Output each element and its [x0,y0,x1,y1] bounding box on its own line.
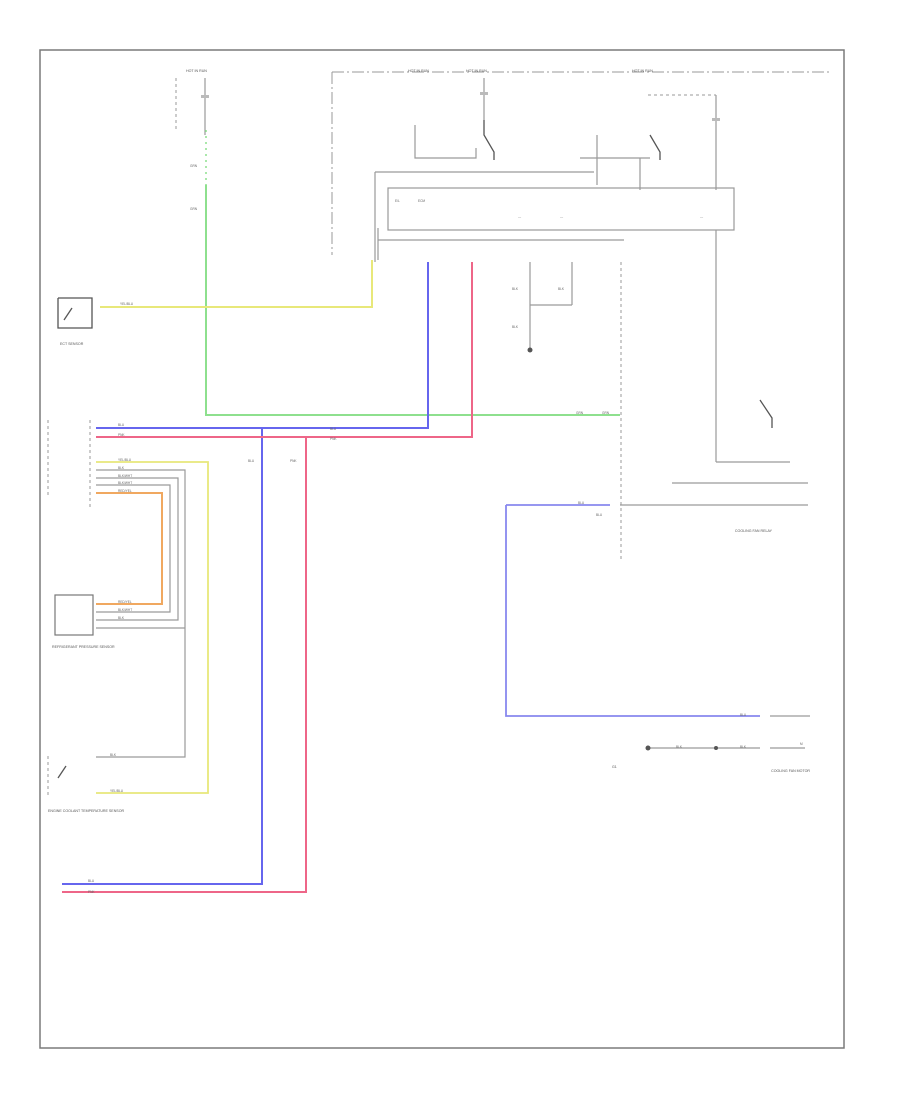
svg-text:BLK/WHT: BLK/WHT [118,481,132,485]
wire-yellow-top [100,260,373,308]
label-top-right: HOT IN RUN [632,69,653,73]
svg-text:BLU: BLU [740,713,747,717]
wire-yellow-lower [96,461,209,794]
svg-text:PNK: PNK [88,890,95,894]
label-top-left: HOT IN RUN [186,69,207,73]
svg-text:BLK: BLK [512,325,519,329]
svg-text:BLU: BLU [248,459,255,463]
svg-text:BLK: BLK [110,753,117,757]
diagram-border [39,49,845,1049]
svg-text:GRN: GRN [190,164,198,168]
svg-text:RED/YEL: RED/YEL [118,600,132,604]
svg-text:GRN: GRN [190,207,198,211]
svg-text:---: --- [700,215,703,219]
svg-text:BLU: BLU [330,427,337,431]
svg-text:BLK: BLK [558,287,565,291]
label-ect-sensor: ECT SENSOR [60,342,84,346]
svg-text:YEL/BLU: YEL/BLU [118,458,132,462]
wire-blue [96,262,429,429]
svg-text:---: --- [518,215,521,219]
label-top-mid-left: HOT IN RUN [408,69,429,73]
label-cooling-fan-motor: COOLING FAN MOTOR [771,769,810,773]
svg-text:BLU: BLU [596,513,603,517]
ecm-box [387,187,735,231]
svg-text:PNK: PNK [330,437,337,441]
svg-text:BLU: BLU [118,423,125,427]
svg-text:PNK: PNK [290,459,297,463]
svg-text:PNK: PNK [118,433,125,437]
top-power-section: E/L ECM --- --- --- [175,71,830,560]
svg-text:---: --- [560,215,563,219]
label-cooling-fan-relay: COOLING FAN RELAY [735,529,773,533]
top-left-sensor [57,297,93,329]
svg-text:GRN: GRN [602,411,610,415]
svg-text:YEL/BLU: YEL/BLU [110,789,124,793]
svg-text:GRN: GRN [576,411,584,415]
svg-text:E/L: E/L [395,199,400,203]
label-ground: G1 [612,765,617,769]
label-refrigerant-pressure: REFRIGERANT PRESSURE SENSOR [52,645,115,649]
wire-orange [96,492,163,605]
left-connector-block [47,420,91,510]
svg-text:ECM: ECM [418,199,425,203]
svg-text:RED/YEL: RED/YEL [118,489,132,493]
label-engine-coolant-temp: ENGINE COOLANT TEMPERATURE SENSOR [48,809,124,813]
svg-text:YEL/BLU: YEL/BLU [120,302,134,306]
svg-text:BLK/WHT: BLK/WHT [118,474,132,478]
wire-pink [96,262,473,438]
wire-green [205,185,620,416]
refrigerant-pressure-sensor [54,594,94,636]
engine-coolant-sensor [47,756,67,795]
svg-text:BLK: BLK [512,287,519,291]
svg-text:BLK: BLK [676,745,683,749]
svg-text:BLU: BLU [88,879,95,883]
svg-text:M: M [800,742,803,746]
label-top-mid: HOT IN RUN [466,69,487,73]
svg-text:BLK: BLK [118,466,125,470]
svg-text:BLK: BLK [118,616,125,620]
svg-text:BLK/WHT: BLK/WHT [118,608,132,612]
svg-text:BLU: BLU [578,501,585,505]
svg-text:BLK: BLK [740,745,747,749]
